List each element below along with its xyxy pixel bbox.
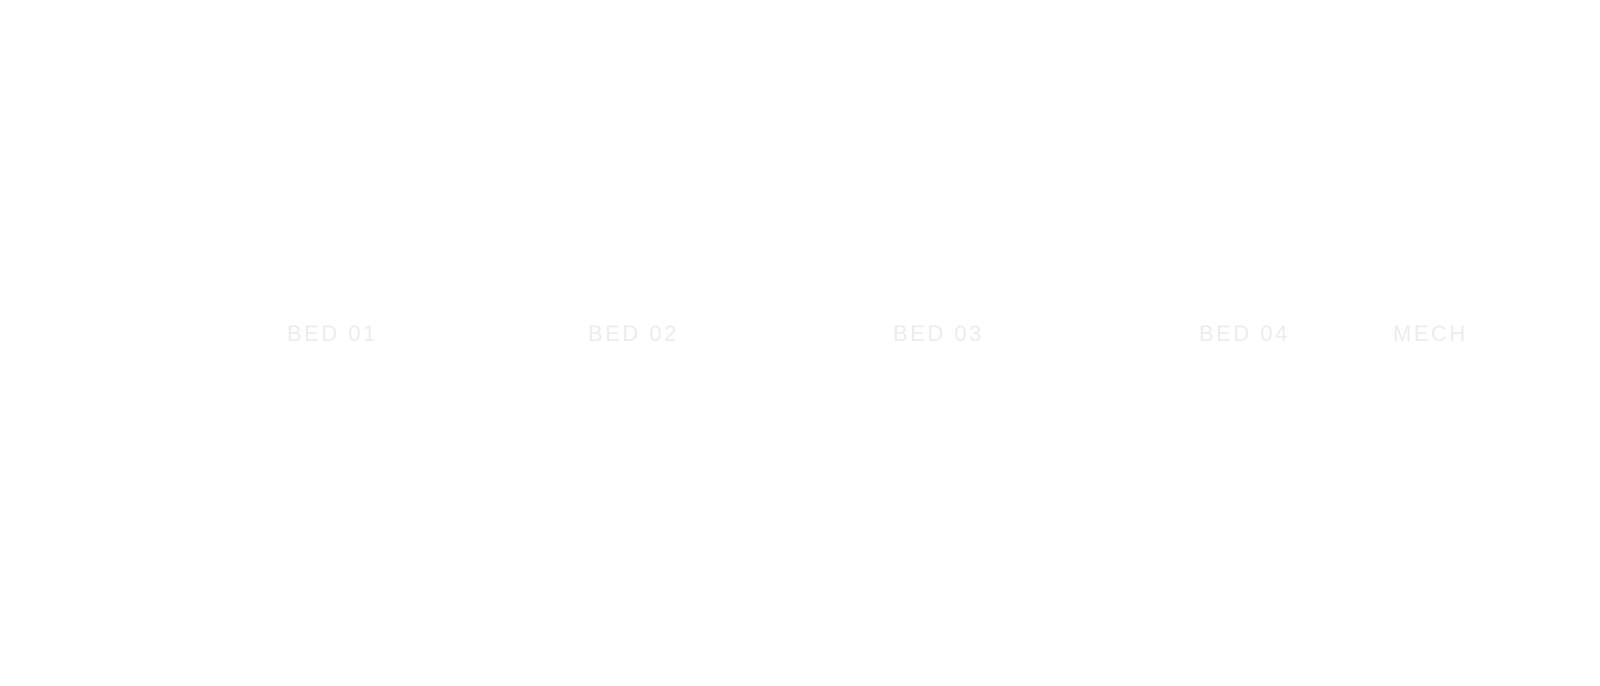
room-label-bed-01[interactable]: BED 01 [287, 321, 378, 346]
room-label-mech[interactable]: MECH [1393, 321, 1468, 346]
room-label-bed-04[interactable]: BED 04 [1199, 321, 1290, 346]
room-label-bed-03[interactable]: BED 03 [893, 321, 984, 346]
room-label-bed-02[interactable]: BED 02 [588, 321, 679, 346]
